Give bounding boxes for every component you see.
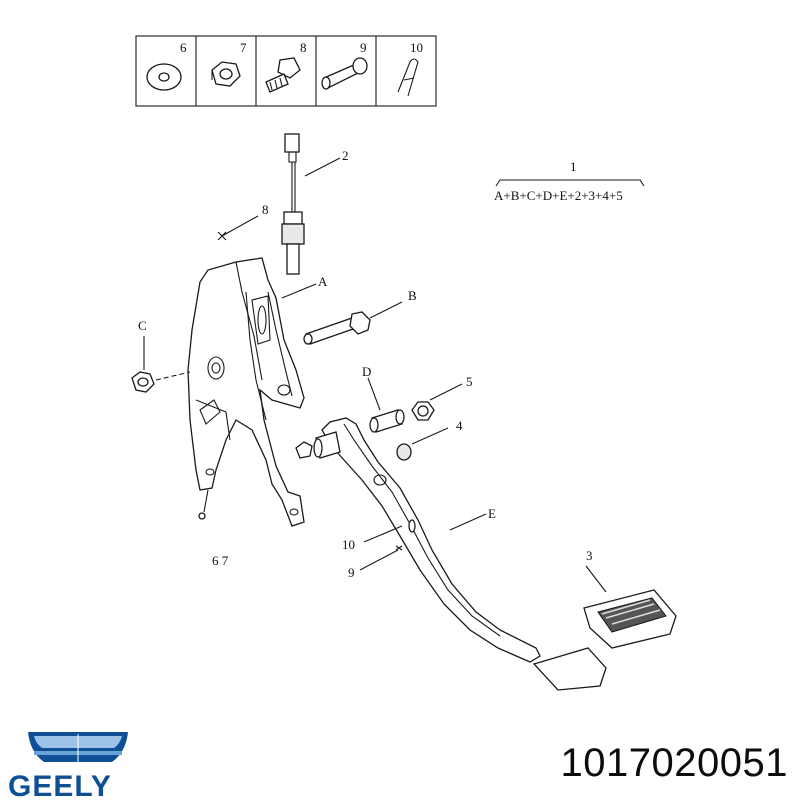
label-C: C bbox=[138, 318, 147, 333]
label-6-7: 6 7 bbox=[212, 553, 229, 568]
label-9: 9 bbox=[348, 565, 355, 580]
pedal-switch: 2 bbox=[281, 133, 349, 275]
label-2: 2 bbox=[342, 148, 349, 163]
legend-label-9: 9 bbox=[360, 40, 367, 55]
legend-label-6: 6 bbox=[180, 40, 187, 55]
label-8: 8 bbox=[262, 202, 269, 217]
legend-label-8: 8 bbox=[300, 40, 307, 55]
label-B: B bbox=[408, 288, 417, 303]
bushing-d: D bbox=[362, 364, 405, 433]
pivot-bolt: B bbox=[303, 288, 417, 345]
legend-label-10: 10 bbox=[410, 40, 423, 55]
label-3: 3 bbox=[586, 548, 593, 563]
pedal-bracket: A 8 6 7 bbox=[187, 202, 328, 568]
geely-shield-logo: GEELY bbox=[8, 732, 128, 800]
label-A: A bbox=[318, 274, 328, 289]
part-number: 1017020051 bbox=[560, 741, 788, 785]
clevis-pin-icon bbox=[321, 57, 368, 90]
pedal-stop-4: 4 bbox=[396, 418, 463, 461]
brand-name: GEELY bbox=[8, 770, 112, 800]
label-4: 4 bbox=[456, 418, 463, 433]
small-parts-legend: 6 7 8 9 10 bbox=[135, 35, 437, 107]
label-10: 10 bbox=[342, 537, 355, 552]
pedal-pad-3: 3 bbox=[583, 548, 677, 649]
nut-5: 5 bbox=[411, 374, 473, 421]
assembly-number: 1 bbox=[570, 159, 577, 174]
assembly-callout: 1 A+B+C+D+E+2+3+4+5 bbox=[494, 159, 645, 203]
washer-icon bbox=[146, 63, 182, 91]
nut-c: C bbox=[131, 318, 191, 393]
assembly-formula: A+B+C+D+E+2+3+4+5 bbox=[494, 188, 623, 203]
label-5: 5 bbox=[466, 374, 473, 389]
cotter-pin-icon bbox=[397, 58, 419, 97]
label-D: D bbox=[362, 364, 371, 379]
pedal-arm: E 10 9 bbox=[295, 417, 607, 691]
label-E: E bbox=[488, 506, 496, 521]
legend-label-7: 7 bbox=[240, 40, 247, 55]
bolt-icon bbox=[265, 57, 301, 93]
nut-icon bbox=[211, 61, 241, 87]
